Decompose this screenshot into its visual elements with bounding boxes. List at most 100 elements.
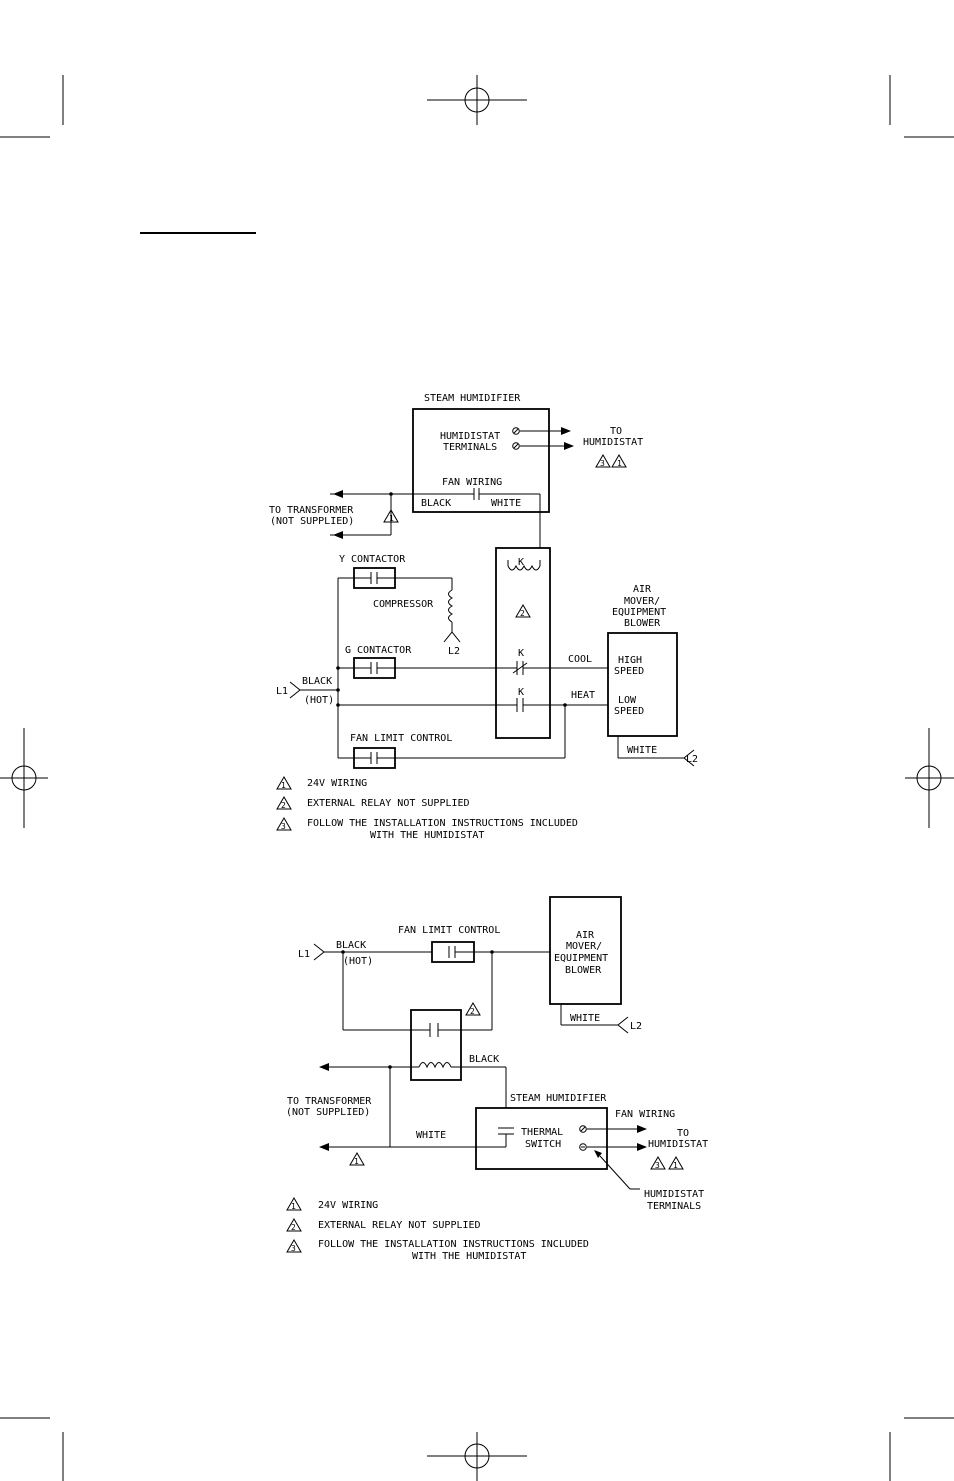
fan-wiring-label: FAN WIRING: [615, 1109, 675, 1120]
l2-label: L2: [686, 754, 698, 765]
svg-text:1: 1: [617, 459, 622, 468]
external-relay-box: [410, 1009, 462, 1081]
note-3-text-cont: WITH THE HUMIDISTAT: [370, 830, 484, 841]
air-label: AIR: [633, 584, 652, 595]
steam-humidifier-label: STEAM HUMIDIFIER: [424, 393, 521, 404]
terminal-screw-2: [512, 442, 520, 450]
humidistat-terminals-label: HUMIDISTAT: [440, 431, 500, 442]
white-l2-label: WHITE: [627, 745, 657, 756]
to-transformer-label: TO TRANSFORMER: [269, 505, 354, 516]
to-humidistat-label: HUMIDISTAT: [583, 437, 643, 448]
note-2-text: EXTERNAL RELAY NOT SUPPLIED: [307, 798, 470, 809]
compressor-l2-label: L2: [448, 646, 460, 657]
svg-text:1: 1: [354, 1157, 359, 1166]
fan-limit-label: FAN LIMIT CONTROL: [350, 733, 452, 744]
mover-label: MOVER/: [624, 596, 660, 607]
humidistat-label: HUMIDISTAT: [644, 1189, 704, 1200]
mover-label: MOVER/: [566, 941, 602, 952]
note-marker-3-icon: 3: [595, 454, 611, 468]
steam-humidifier-box: [475, 1107, 608, 1170]
to-label: TO: [610, 426, 622, 437]
terminal-screw-1: [579, 1125, 587, 1133]
white-label: WHITE: [416, 1130, 446, 1141]
note-2: 2 EXTERNAL RELAY NOT SUPPLIED: [286, 1218, 481, 1232]
steam-humidifier-box: [412, 408, 550, 513]
black-relay-label: BLACK: [469, 1054, 499, 1065]
to-humidistat-label: HUMIDISTAT: [648, 1139, 708, 1150]
cool-label: COOL: [568, 654, 592, 665]
crop-marks: [0, 75, 954, 1481]
to-label: TO: [677, 1128, 689, 1139]
steam-humidifier-label: STEAM HUMIDIFIER: [510, 1093, 607, 1104]
diagram-2: FAN LIMIT CONTROL L1 BLACK (HOT) AIR MOV…: [286, 896, 708, 1262]
note-marker-1-icon: 1: [611, 454, 627, 468]
terminal-screw-1: [512, 427, 520, 435]
equipment-label: EQUIPMENT: [612, 607, 666, 618]
svg-text:2: 2: [281, 801, 286, 810]
equipment-label: EQUIPMENT: [554, 953, 608, 964]
note-3-text: FOLLOW THE INSTALLATION INSTRUCTIONS INC…: [307, 818, 578, 829]
svg-text:1: 1: [673, 1161, 678, 1170]
svg-text:1: 1: [281, 781, 286, 790]
note-marker-1-icon: 1: [668, 1156, 684, 1170]
svg-text:1: 1: [291, 1202, 296, 1211]
note-1-text: 24V WIRING: [307, 778, 367, 789]
compressor-label: COMPRESSOR: [373, 599, 434, 610]
svg-text:2: 2: [520, 609, 525, 618]
svg-text:3: 3: [600, 459, 605, 468]
note-1: 1 24V WIRING: [276, 776, 367, 790]
note-3-text-cont: WITH THE HUMIDISTAT: [412, 1251, 526, 1262]
fan-wiring-label: FAN WIRING: [442, 477, 502, 488]
blower-label: BLOWER: [565, 965, 602, 976]
svg-text:1: 1: [389, 514, 394, 523]
not-supplied-label: (NOT SUPPLIED): [286, 1107, 370, 1118]
black-label: BLACK: [336, 940, 366, 951]
low-label: LOW: [618, 695, 637, 706]
black-wire-label: BLACK: [421, 498, 451, 509]
high-speed-label: SPEED: [614, 666, 644, 677]
diagram-1: STEAM HUMIDIFIER HUMIDISTAT TERMINALS TO…: [269, 393, 698, 841]
note-3-text: FOLLOW THE INSTALLATION INSTRUCTIONS INC…: [318, 1239, 589, 1250]
g-contactor-label: G CONTACTOR: [345, 645, 412, 656]
to-transformer-label: TO TRANSFORMER: [287, 1096, 372, 1107]
air-mover-box: [549, 896, 622, 1005]
air-label: AIR: [576, 930, 595, 941]
terminals-label: TERMINALS: [647, 1201, 701, 1212]
relay-coil-icon: [418, 1062, 452, 1069]
low-speed-label: SPEED: [614, 706, 644, 717]
note-2-text: EXTERNAL RELAY NOT SUPPLIED: [318, 1220, 481, 1231]
terminal-screw-2: [579, 1143, 587, 1151]
svg-text:3: 3: [281, 822, 286, 831]
l1-label: L1: [276, 686, 288, 697]
high-label: HIGH: [618, 655, 642, 666]
l1-terminal-icon: [289, 681, 301, 699]
relay-coil-icon: [507, 564, 541, 571]
note-1: 1 24V WIRING: [286, 1197, 378, 1211]
svg-text:3: 3: [291, 1244, 296, 1253]
white-l2-label: WHITE: [570, 1013, 600, 1024]
svg-text:3: 3: [655, 1161, 660, 1170]
hot-label: (HOT): [343, 956, 373, 967]
note-1-text: 24V WIRING: [318, 1200, 378, 1211]
note-marker-2-icon: 2: [515, 604, 531, 618]
registration-mark-top: [427, 75, 527, 125]
terminals-label: TERMINALS: [443, 442, 497, 453]
fan-limit-label: FAN LIMIT CONTROL: [398, 925, 500, 936]
registration-mark-bottom: [427, 1432, 527, 1481]
svg-text:2: 2: [291, 1223, 296, 1232]
white-wire-label: WHITE: [491, 498, 521, 509]
heat-label: HEAT: [571, 690, 595, 701]
hot-label: (HOT): [304, 695, 334, 706]
l1-label: L1: [298, 949, 310, 960]
l1-terminal-icon: [313, 943, 325, 961]
switch-label: SWITCH: [525, 1139, 561, 1150]
note-2: 2 EXTERNAL RELAY NOT SUPPLIED: [276, 796, 470, 810]
note-marker-1-icon: 1: [383, 509, 399, 523]
l2-terminal-icon: [617, 1016, 629, 1034]
registration-mark-right: [905, 728, 954, 828]
l2-terminal-icon: [683, 749, 695, 767]
note-marker-1-icon: 1: [349, 1152, 365, 1166]
thermal-label: THERMAL: [521, 1127, 563, 1138]
relay-contact-k-nc: K: [518, 648, 524, 659]
